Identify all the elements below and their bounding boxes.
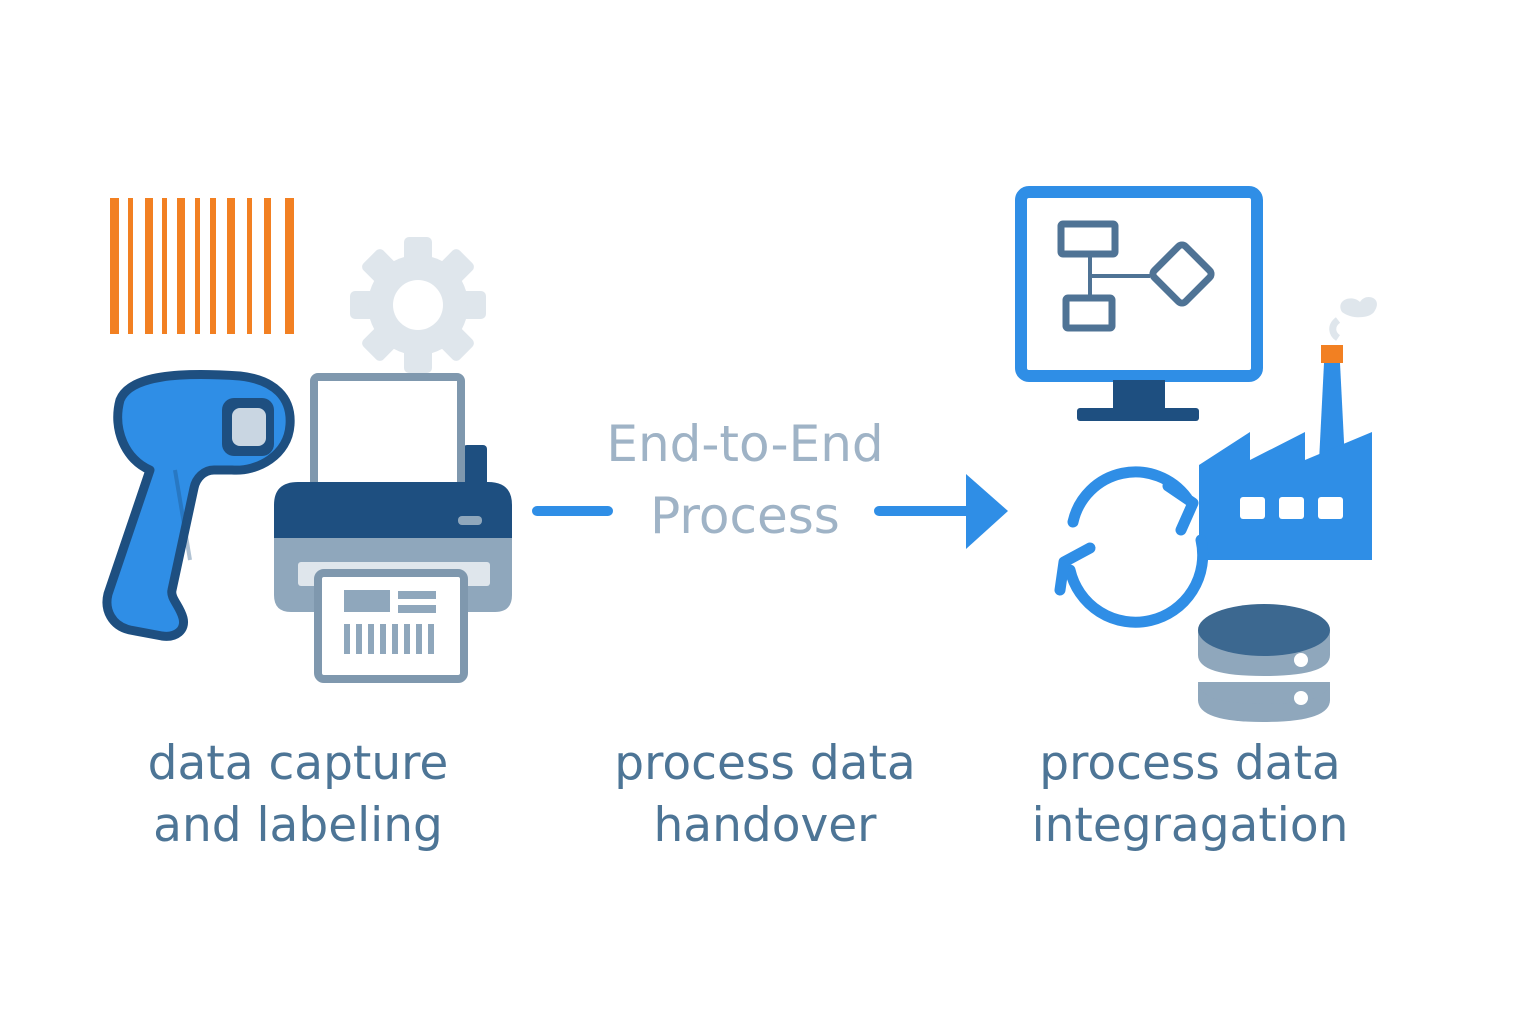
stage-label-line1: data capture (147, 736, 449, 791)
factory-icon (1199, 297, 1377, 560)
end-to-end-title-line1: End-to-End (606, 415, 884, 473)
barcode-icon (110, 198, 294, 334)
stage-label-line2: integragation (1031, 798, 1349, 853)
arrow-right-icon (532, 474, 1008, 549)
gear-icon (350, 237, 486, 373)
stage-label-line2: and labeling (153, 798, 443, 853)
stage-label-capture: data capture and labeling (118, 733, 478, 857)
database-icon (1198, 604, 1330, 722)
end-to-end-title: End-to-End Process (560, 408, 930, 552)
stage-label-line1: process data (614, 736, 916, 791)
stage-label-integration: process data integragation (1010, 733, 1370, 857)
stage-label-handover: process data handover (585, 733, 945, 857)
monitor-flowchart-icon (1015, 186, 1263, 421)
barcode-scanner-icon (102, 370, 295, 641)
label-printer-icon (274, 373, 512, 683)
end-to-end-title-line2: Process (650, 487, 840, 545)
stage-label-line2: handover (653, 798, 877, 853)
sync-cycle-icon (1054, 466, 1209, 628)
stage-label-line1: process data (1039, 736, 1341, 791)
